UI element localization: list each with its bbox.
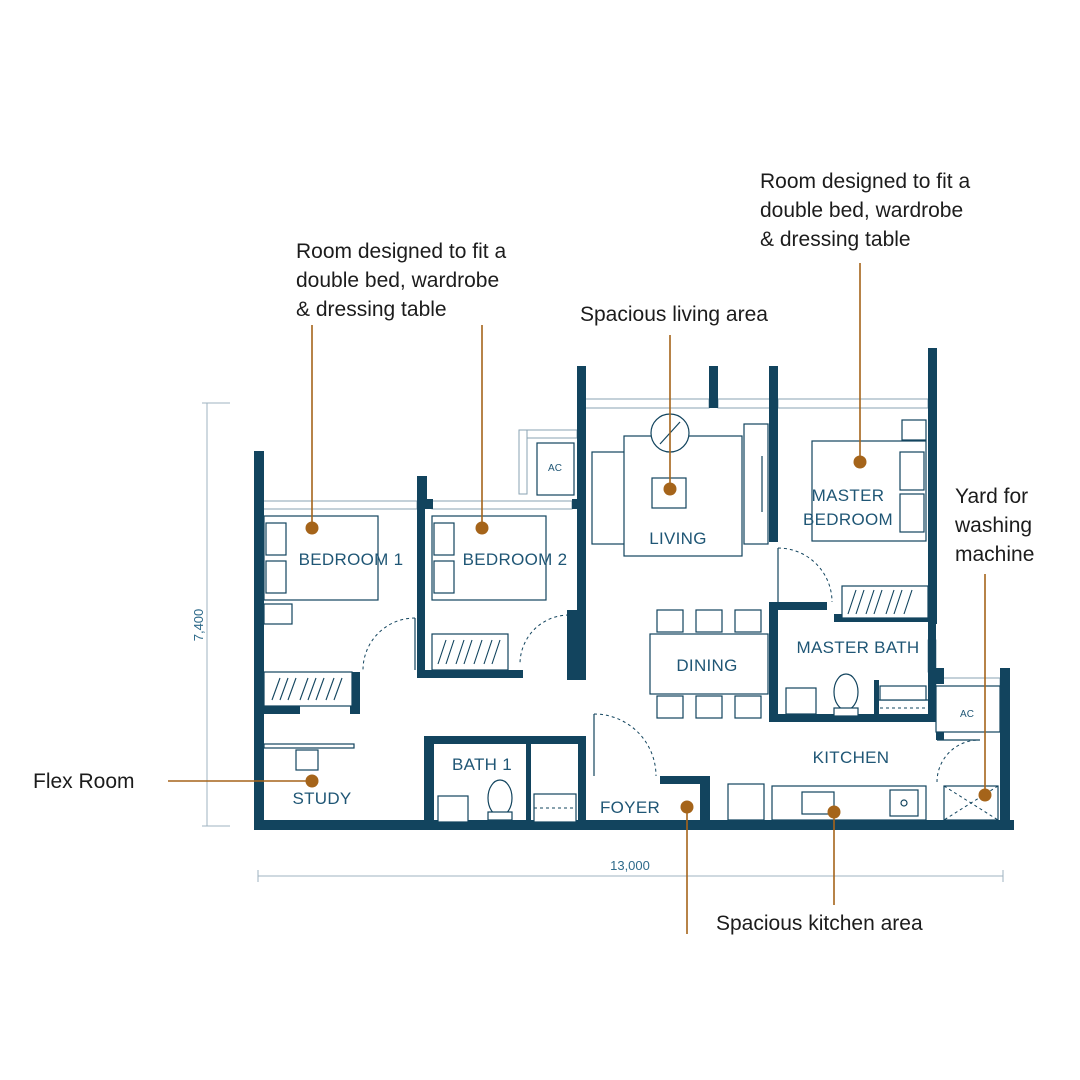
marker-yard	[978, 788, 992, 802]
marker-study	[305, 774, 319, 788]
tv-console-icon	[743, 423, 769, 545]
fridge-icon	[727, 783, 765, 821]
kitchen-note: Spacious kitchen area	[716, 912, 923, 935]
hanger-icon	[847, 589, 913, 615]
room-label-master-line2: BEDROOM	[803, 510, 893, 529]
ac-yard-label: AC	[960, 709, 974, 720]
marker-bedroom-1	[305, 521, 319, 535]
room-labels: BEDROOM 1 BEDROOM 2 LIVING MASTER BEDROO…	[292, 486, 919, 817]
ac-unit-icon	[935, 685, 1001, 733]
toilet-icon	[833, 673, 859, 711]
bedroom-note-line3: & dressing table	[296, 298, 447, 321]
marker-foyer	[680, 800, 694, 814]
toilet-icon	[487, 779, 513, 817]
ac-living-label: AC	[548, 463, 562, 474]
yard-note-line1: Yard for	[955, 485, 1028, 508]
master-note-line3: & dressing table	[760, 228, 911, 251]
dimension-height-label: 7,400	[191, 609, 206, 642]
dimension-width: 13,000	[257, 858, 1004, 882]
hanger-icon	[271, 677, 343, 701]
hanger-icon	[437, 639, 501, 665]
room-label-bedroom-1: BEDROOM 1	[299, 550, 404, 569]
wardrobe-icon	[263, 671, 353, 707]
room-label-kitchen: KITCHEN	[813, 748, 890, 767]
room-label-master-line1: MASTER	[812, 486, 885, 505]
bedroom-note-line2: double bed, wardrobe	[296, 269, 499, 292]
yard-note-line3: machine	[955, 543, 1034, 566]
dimension-width-label: 13,000	[610, 858, 650, 873]
room-label-living: LIVING	[649, 529, 707, 548]
master-note-line2: double bed, wardrobe	[760, 199, 963, 222]
walls	[254, 348, 1014, 830]
flex-room-note: Flex Room	[33, 770, 135, 793]
living-note: Spacious living area	[580, 303, 768, 326]
marker-master-bedroom	[853, 455, 867, 469]
marker-bedroom-2	[475, 521, 489, 535]
wardrobe-icon	[841, 585, 929, 619]
annotations: Room designed to fit a double bed, wardr…	[33, 170, 1034, 935]
wardrobe-icon	[431, 633, 509, 671]
dining-table-icon	[649, 633, 769, 695]
chair-icon	[295, 749, 319, 771]
room-label-foyer: FOYER	[600, 798, 660, 817]
ac-unit-icon	[536, 442, 575, 496]
room-label-bath-1: BATH 1	[452, 755, 512, 774]
dimension-height: 7,400	[191, 402, 230, 827]
annotation-leaders	[168, 263, 992, 934]
yard-note-line2: washing	[954, 514, 1032, 537]
furniture: AC	[263, 413, 1001, 823]
marker-living	[663, 482, 677, 496]
basin-icon	[437, 795, 469, 823]
master-note-line1: Room designed to fit a	[760, 170, 970, 193]
room-label-bedroom-2: BEDROOM 2	[463, 550, 568, 569]
desk-icon	[263, 743, 355, 749]
room-label-master-bath: MASTER BATH	[797, 638, 920, 657]
sink-icon	[889, 789, 919, 817]
bedroom-note-line1: Room designed to fit a	[296, 240, 506, 263]
marker-kitchen	[827, 805, 841, 819]
basin-icon	[785, 687, 817, 715]
room-label-dining: DINING	[676, 656, 737, 675]
room-label-study: STUDY	[292, 789, 351, 808]
